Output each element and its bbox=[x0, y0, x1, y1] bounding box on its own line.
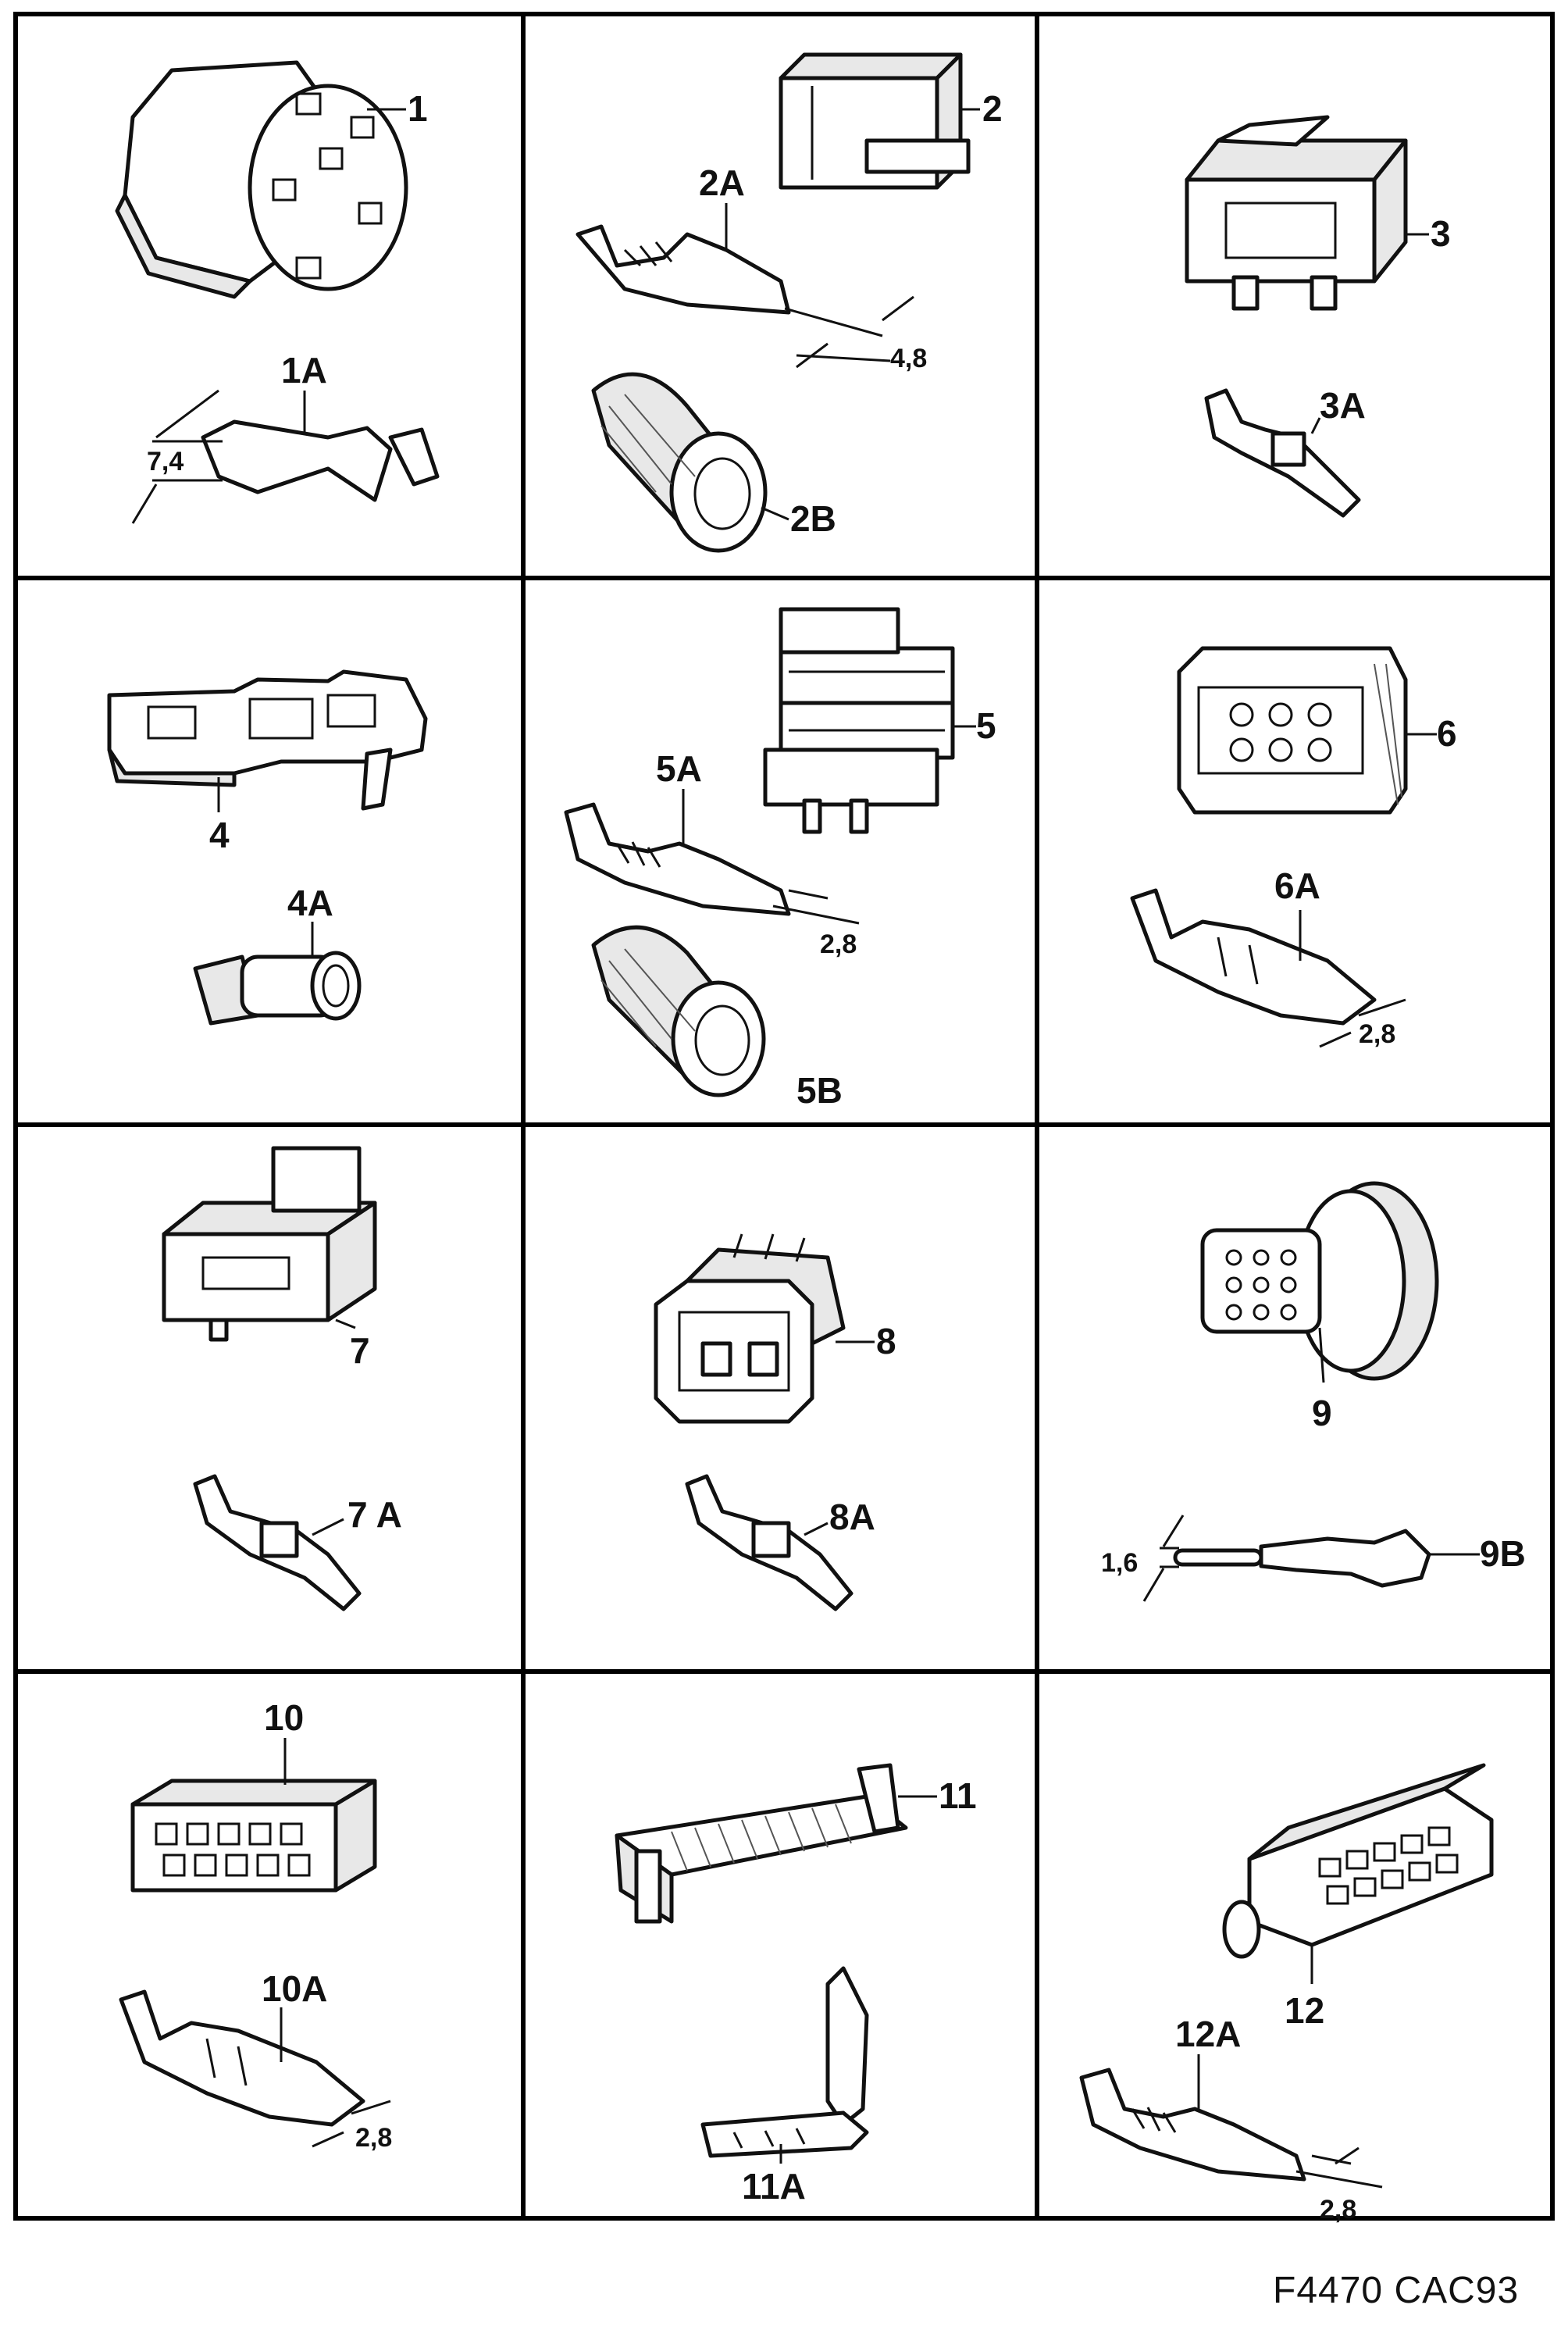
terminal-10A-drawing bbox=[119, 1989, 365, 2127]
cell-7: 7 7 A bbox=[162, 1146, 402, 1611]
label-12A: 12A bbox=[1175, 2014, 1241, 2054]
label-6: 6 bbox=[1437, 713, 1457, 754]
cell-9: 9 9B 1,6 bbox=[1101, 1181, 1526, 1602]
terminal-1A-drawing bbox=[201, 419, 440, 502]
connector-9-drawing bbox=[1200, 1181, 1439, 1381]
label-12: 12 bbox=[1285, 1990, 1324, 2031]
label-5B: 5B bbox=[796, 1070, 843, 1111]
connector-3-drawing bbox=[1185, 115, 1408, 311]
label-4A: 4A bbox=[287, 883, 333, 923]
connector-11-drawing bbox=[615, 1763, 908, 1924]
connector-7-drawing bbox=[162, 1146, 377, 1342]
label-1: 1 bbox=[408, 88, 428, 129]
dim-2-8-d: 2,8 bbox=[1320, 2195, 1356, 2225]
label-7A: 7 A bbox=[347, 1494, 402, 1535]
cell-8: 8 8A bbox=[654, 1233, 896, 1611]
cell-10: 10 10A 2,8 bbox=[119, 1697, 392, 2153]
connector-10-drawing bbox=[130, 1779, 377, 1893]
label-9B: 9B bbox=[1480, 1533, 1526, 1574]
cell-2: 2 2A 4,8 2B bbox=[576, 52, 1003, 553]
label-2: 2 bbox=[982, 88, 1003, 129]
connector-4-drawing bbox=[107, 669, 428, 811]
cell-3: 3 3A bbox=[1185, 115, 1451, 518]
cell-12: 12 12A 2,8 bbox=[1079, 1763, 1494, 2225]
grid-frame bbox=[13, 12, 1555, 2221]
cell-5: 5 5A 2,8 5B bbox=[564, 607, 996, 1111]
label-3A: 3A bbox=[1320, 385, 1366, 426]
label-5: 5 bbox=[976, 705, 996, 746]
cell-6: 6 6A 2,8 bbox=[1130, 646, 1457, 1049]
terminal-11A-drawing bbox=[700, 1966, 869, 2158]
seal-5B-drawing bbox=[591, 925, 766, 1097]
dim-2-8-b: 2,8 bbox=[1359, 1019, 1395, 1049]
label-2B: 2B bbox=[790, 498, 836, 539]
figure-code: F4470 CAC93 bbox=[1273, 2270, 1520, 2311]
terminal-12A-drawing bbox=[1079, 2068, 1306, 2182]
cell-4: 4 4A bbox=[107, 669, 428, 1026]
cell-1: 1 1A 7,4 bbox=[115, 60, 440, 524]
label-9: 9 bbox=[1312, 1393, 1332, 1433]
label-7: 7 bbox=[350, 1330, 370, 1371]
label-11: 11 bbox=[939, 1775, 977, 1816]
label-4: 4 bbox=[209, 815, 230, 855]
cell-11: 11 11A bbox=[615, 1763, 977, 2207]
label-8A: 8A bbox=[829, 1497, 875, 1537]
terminal-8A-drawing bbox=[685, 1474, 853, 1611]
label-10A: 10A bbox=[262, 1968, 327, 2009]
terminal-2A-drawing bbox=[576, 224, 791, 315]
terminal-4A-drawing bbox=[193, 951, 362, 1026]
terminal-6A-drawing bbox=[1130, 888, 1377, 1026]
connector-6-drawing bbox=[1177, 646, 1408, 815]
dim-7-4: 7,4 bbox=[147, 447, 184, 476]
connector-1-drawing bbox=[115, 60, 408, 299]
terminal-7A-drawing bbox=[193, 1474, 362, 1611]
connector-8-drawing bbox=[654, 1233, 846, 1424]
label-3: 3 bbox=[1431, 213, 1451, 254]
label-1A: 1A bbox=[281, 350, 327, 391]
label-5A: 5A bbox=[656, 748, 702, 789]
label-11A: 11A bbox=[742, 2166, 806, 2207]
connector-2-drawing bbox=[779, 52, 971, 190]
terminal-9B-drawing bbox=[1173, 1529, 1431, 1588]
label-10: 10 bbox=[264, 1697, 304, 1738]
connector-5-drawing bbox=[763, 607, 955, 834]
terminal-3A-drawing bbox=[1204, 388, 1361, 518]
label-2A: 2A bbox=[699, 162, 745, 203]
label-8: 8 bbox=[876, 1321, 896, 1361]
label-6A: 6A bbox=[1274, 865, 1320, 906]
dim-2-8-c: 2,8 bbox=[355, 2123, 392, 2153]
terminal-5A-drawing bbox=[564, 802, 791, 916]
dim-2-8-a: 2,8 bbox=[820, 929, 857, 959]
connector-12-drawing bbox=[1222, 1763, 1494, 1959]
dim-1-6: 1,6 bbox=[1101, 1548, 1138, 1578]
seal-2B-drawing bbox=[591, 372, 768, 553]
dim-4-8: 4,8 bbox=[890, 344, 927, 373]
